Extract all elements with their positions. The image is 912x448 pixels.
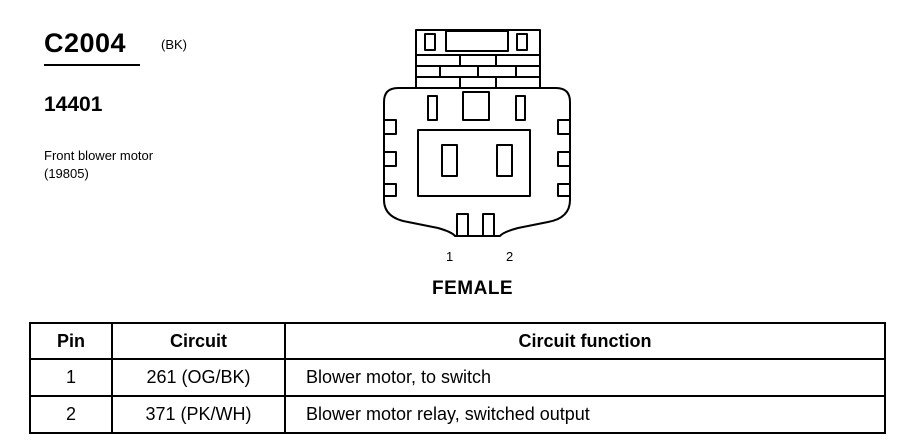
description-line-2: (19805) — [44, 166, 89, 181]
latch-tab — [516, 33, 528, 51]
description-line-1: Front blower motor — [44, 148, 154, 163]
housing-slot — [515, 95, 526, 121]
table-row: 2 371 (PK/WH) Blower motor relay, switch… — [29, 395, 886, 434]
cell-pin: 2 — [29, 395, 113, 434]
side-rib — [557, 119, 570, 135]
header-circuit-function: Circuit function — [284, 322, 886, 360]
cell-circuit: 371 (PK/WH) — [111, 395, 286, 434]
cell-circuit-function: Blower motor, to switch — [284, 358, 886, 397]
connector-description: Front blower motor (19805) — [44, 147, 153, 183]
side-rib — [384, 183, 397, 197]
side-rib — [384, 151, 397, 167]
connector-face-drawing — [383, 29, 571, 237]
terminal-cavity-pin-1 — [441, 144, 458, 177]
pin-circuit-table: Pin Circuit Circuit function 1 261 (OG/B… — [29, 322, 886, 434]
connector-id: C2004 — [44, 28, 127, 58]
latch-tab — [445, 30, 509, 52]
side-rib — [557, 183, 570, 197]
header-pin: Pin — [29, 322, 113, 360]
latch-tab — [424, 33, 436, 51]
terminal-cavity-pin-2 — [496, 144, 513, 177]
header-circuit: Circuit — [111, 322, 286, 360]
side-rib — [557, 151, 570, 167]
table-row: 1 261 (OG/BK) Blower motor, to switch — [29, 358, 886, 397]
side-rib — [384, 119, 397, 135]
part-number: 14401 — [44, 93, 103, 116]
pin-label-2: 2 — [506, 249, 514, 264]
housing-slot — [427, 95, 438, 121]
polarization-key — [462, 91, 490, 121]
connector-color-code: (BK) — [161, 37, 187, 52]
pin-label-1: 1 — [446, 249, 454, 264]
connector-id-underline — [44, 64, 140, 66]
cell-pin: 1 — [29, 358, 113, 397]
cell-circuit-function: Blower motor relay, switched output — [284, 395, 886, 434]
connector-gender-label: FEMALE — [432, 278, 514, 299]
cell-circuit: 261 (OG/BK) — [111, 358, 286, 397]
terminal-cavity-panel — [417, 129, 531, 197]
bottom-lock-tab — [456, 213, 469, 237]
table-header-row: Pin Circuit Circuit function — [29, 322, 886, 360]
housing-outline — [383, 87, 571, 237]
bottom-lock-tab — [482, 213, 495, 237]
